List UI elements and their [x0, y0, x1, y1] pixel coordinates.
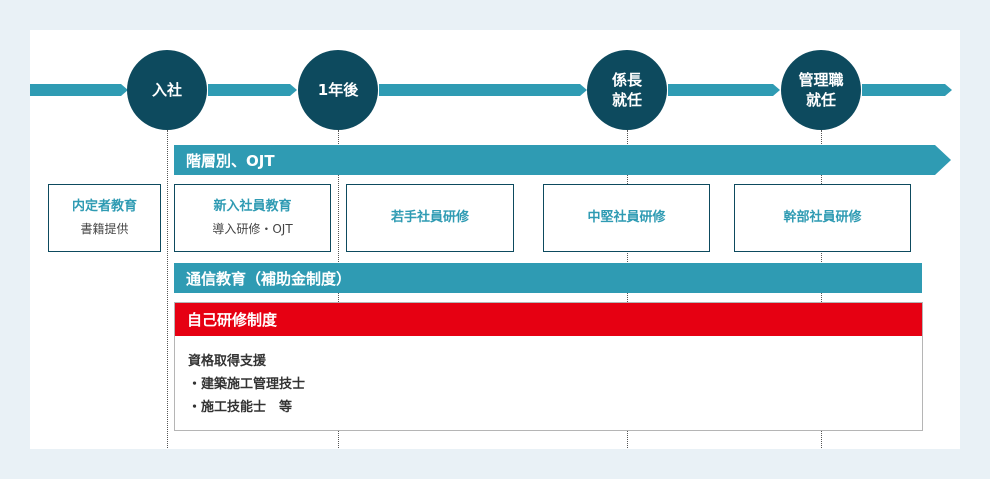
stage-sub: 導入研修・OJT [212, 222, 293, 236]
stage-mid: 中堅社員研修 [543, 184, 710, 252]
stage-new-employee: 新入社員教育 導入研修・OJT [174, 184, 331, 252]
correspondence-bar: 通信教育（補助金制度） [174, 263, 922, 293]
stage-title: 内定者教育 [71, 199, 137, 214]
self-development-body: 資格取得支援 ・建築施工管理技士 ・施工技能士 等 [175, 336, 922, 419]
timeline-arrow-2 [208, 84, 297, 96]
timeline-arrow-5 [862, 84, 952, 96]
milestone-1year: 1年後 [298, 50, 378, 130]
timeline-arrow-1 [30, 84, 128, 96]
timeline-arrow-4 [668, 84, 780, 96]
hierarchy-ojt-label: 階層別、OJT [186, 151, 275, 170]
stage-title: 幹部社員研修 [783, 210, 862, 225]
self-development-line: ・施工技能士 等 [188, 400, 293, 415]
stage-title: 中堅社員研修 [587, 210, 666, 225]
milestone-chief: 係長 就任 [587, 50, 667, 130]
stage-young: 若手社員研修 [346, 184, 514, 252]
stage-naitei: 内定者教育 書籍提供 [48, 184, 161, 252]
stage-title: 新入社員教育 [213, 199, 292, 214]
guide-line-join [167, 130, 168, 448]
stage-title: 若手社員研修 [390, 210, 469, 225]
self-development-line: 資格取得支援 [188, 354, 267, 369]
self-development-box: 自己研修制度 資格取得支援 ・建築施工管理技士 ・施工技能士 等 [174, 302, 923, 431]
self-development-line: ・建築施工管理技士 [188, 377, 306, 392]
milestone-join: 入社 [127, 50, 207, 130]
stage-executive: 幹部社員研修 [734, 184, 911, 252]
hierarchy-ojt-bar: 階層別、OJT [174, 145, 951, 175]
timeline-arrow-3 [379, 84, 587, 96]
self-development-title: 自己研修制度 [175, 303, 922, 336]
stage-sub: 書籍提供 [80, 222, 129, 236]
milestone-manager: 管理職 就任 [781, 50, 861, 130]
correspondence-label: 通信教育（補助金制度） [186, 269, 352, 288]
